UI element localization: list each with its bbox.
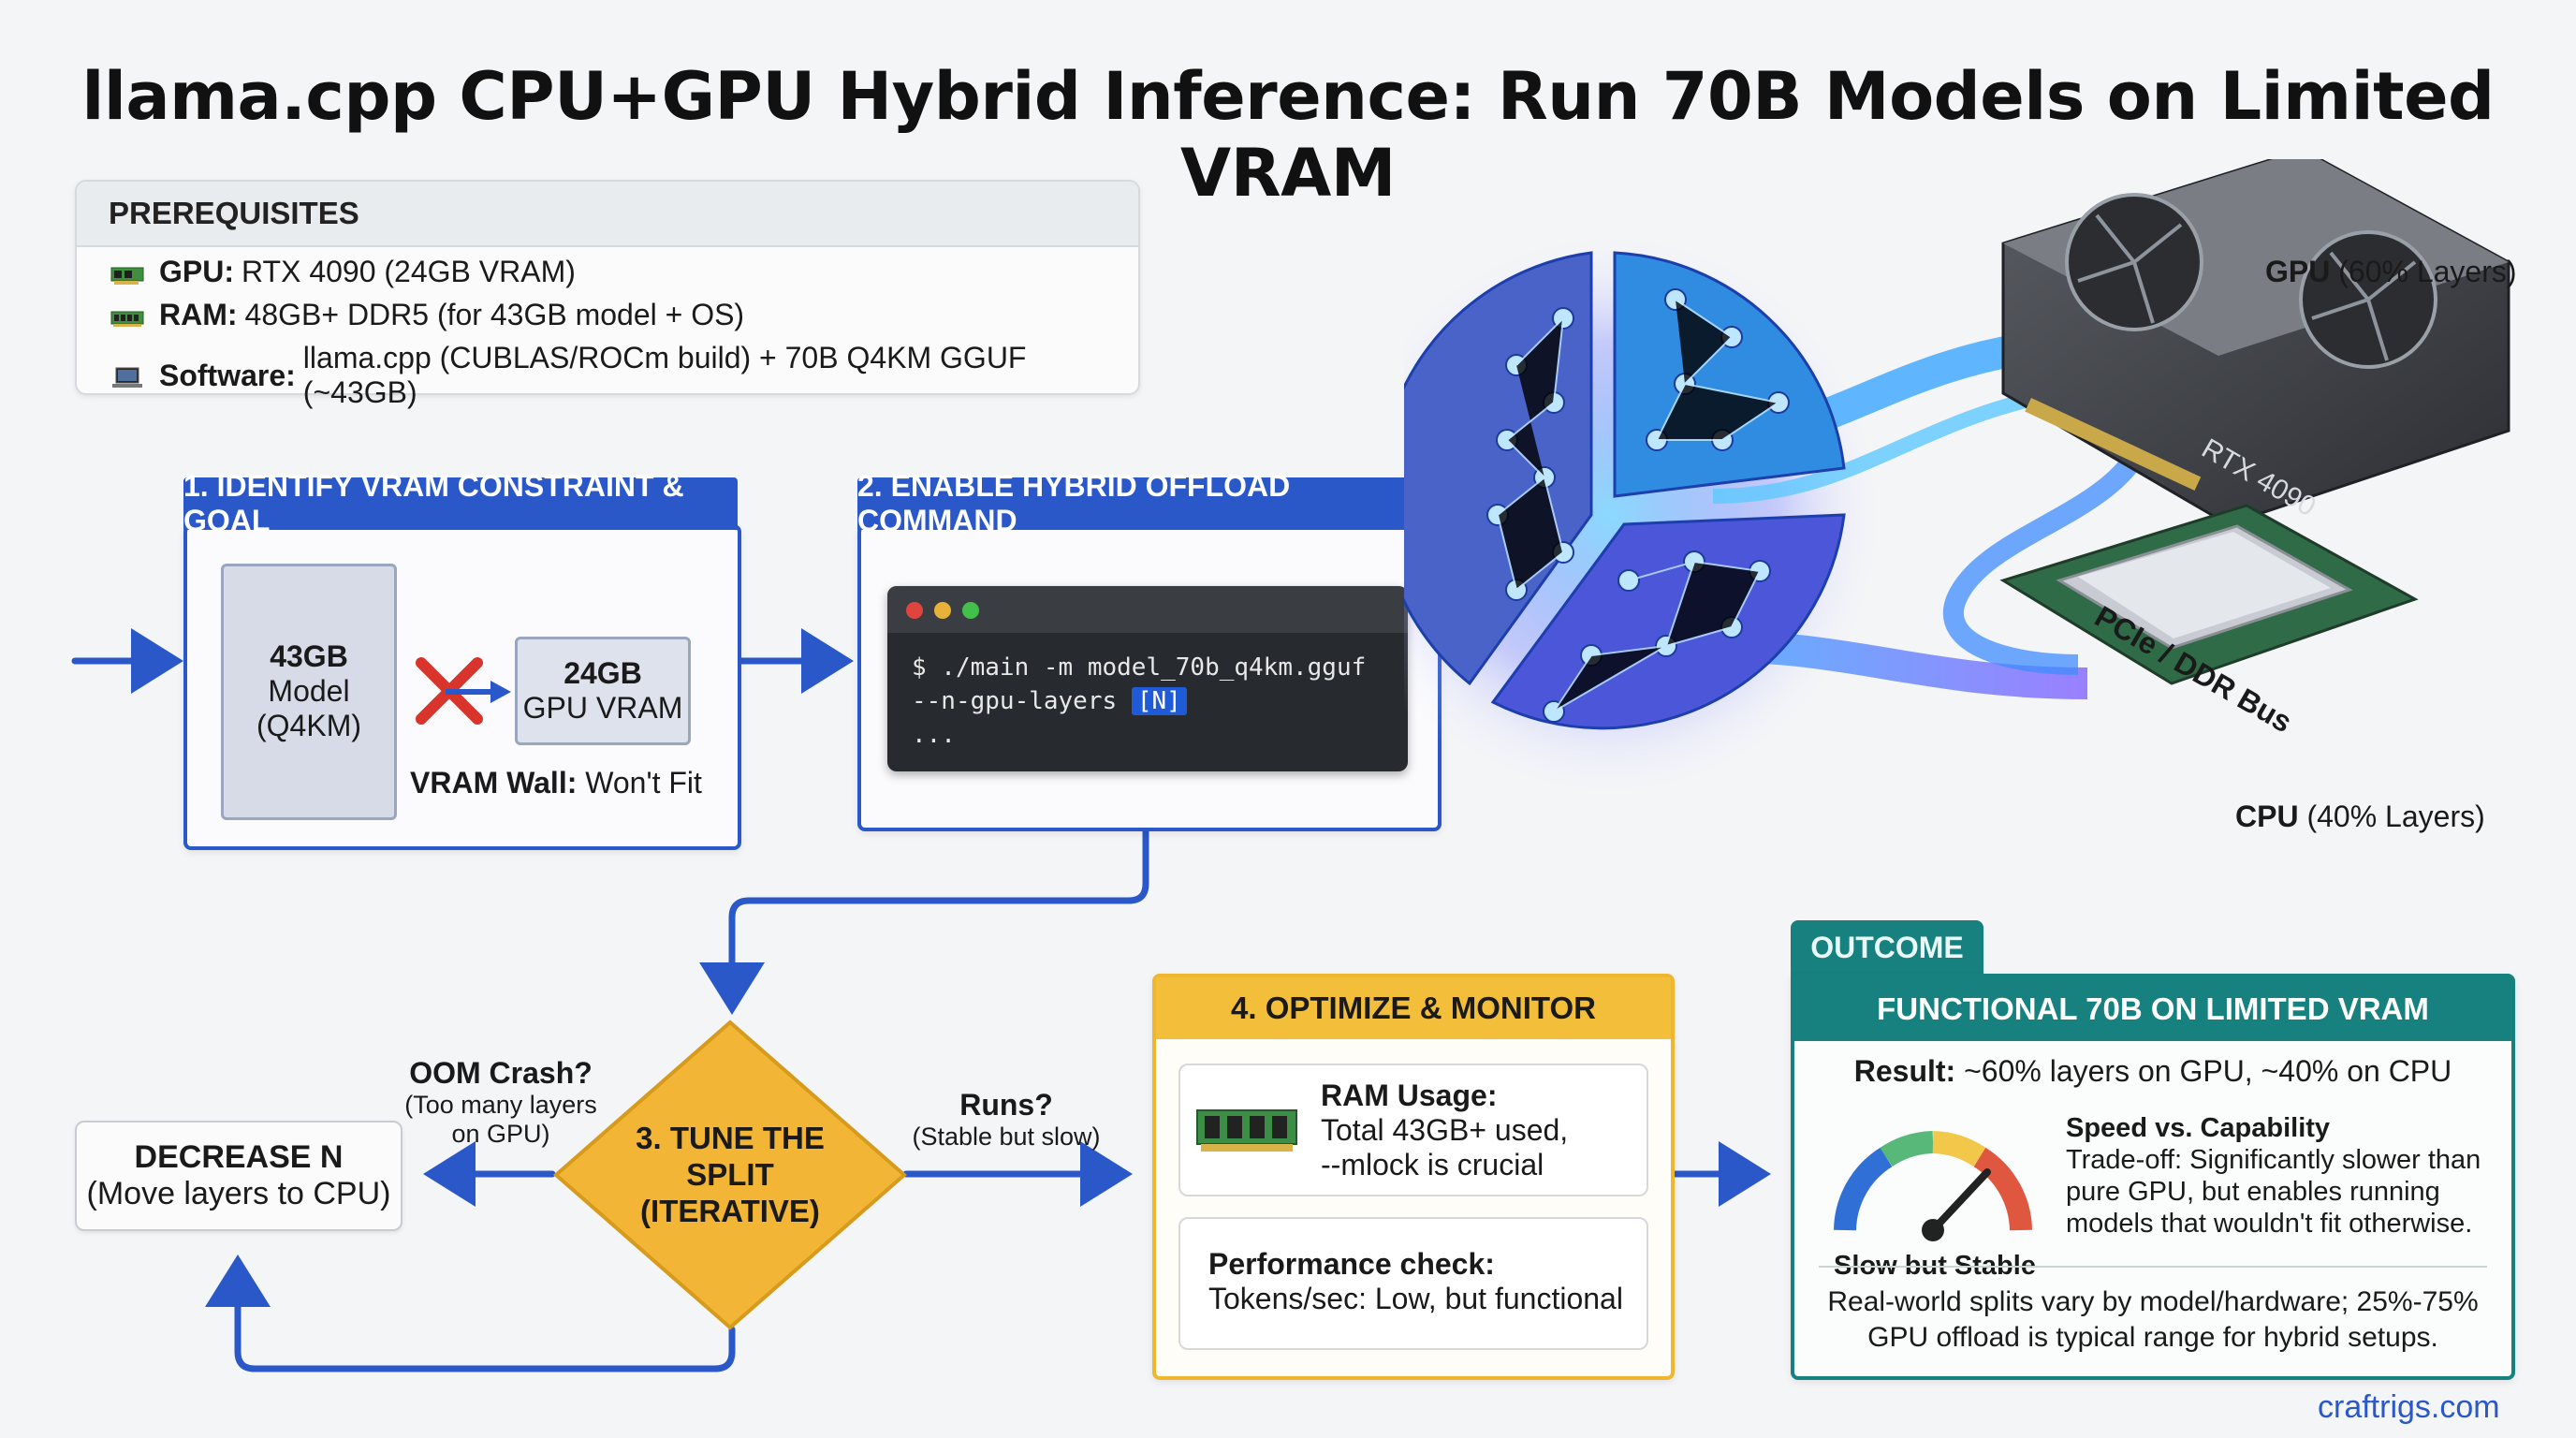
- tradeoff-line3: models that wouldn't fit otherwise.: [2066, 1209, 2473, 1239]
- oom-detail-1: (Too many layers: [404, 1091, 597, 1119]
- gpu-caption-detail: (60% Layers): [2338, 255, 2517, 288]
- model-label: Model: [268, 674, 350, 708]
- prereq-software-label: Software:: [159, 358, 296, 392]
- layers-placeholder-badge: [N]: [1131, 687, 1187, 715]
- maximize-dot-icon: [962, 602, 979, 619]
- model-size: 43GB: [270, 639, 348, 673]
- minimize-dot-icon: [934, 602, 951, 619]
- cpu-caption-detail: (40% Layers): [2306, 800, 2485, 833]
- network-edges: [1496, 299, 1781, 712]
- prerequisites-heading: PREREQUISITES: [77, 182, 1138, 247]
- vram-size-box: 24GB GPU VRAM: [515, 637, 691, 745]
- step3-line3: (ITERATIVE): [640, 1194, 820, 1228]
- ram-usage-line2: --mlock is crucial: [1321, 1148, 1544, 1181]
- performance-detail: Tokens/sec: Low, but functional: [1208, 1282, 1623, 1315]
- tradeoff-line1: Trade-off: Significantly slower than: [2066, 1145, 2481, 1175]
- oom-branch-label: OOM Crash? (Too many layers on GPU): [393, 1056, 608, 1149]
- gpu-caption: GPU (60% Layers): [2265, 255, 2517, 289]
- decrease-n-box: DECREASE N (Move layers to CPU): [75, 1121, 402, 1231]
- model-quant: (Q4KM): [256, 709, 361, 742]
- terminal-titlebar: [887, 586, 1408, 633]
- step4-heading: 4. OPTIMIZE & MONITOR: [1156, 977, 1671, 1039]
- oom-detail-2: on GPU): [451, 1120, 550, 1148]
- ram-usage-title: RAM Usage:: [1321, 1078, 1498, 1112]
- gpu-caption-label: GPU: [2265, 255, 2331, 288]
- outcome-tab: OUTCOME: [1791, 920, 1983, 975]
- prereq-ram-value: 48GB+ DDR5 (for 43GB model + OS): [244, 298, 745, 331]
- prereq-ram-label: RAM:: [159, 298, 238, 331]
- note-line1: Real-world splits vary by model/hardware…: [1827, 1286, 2479, 1317]
- performance-text: Performance check: Tokens/sec: Low, but …: [1208, 1247, 1623, 1316]
- command-flag: --n-gpu-layers: [912, 687, 1132, 715]
- decrease-detail: (Move layers to CPU): [86, 1176, 391, 1211]
- runs-branch-label: Runs? (Stable but slow): [899, 1088, 1114, 1152]
- speed-gauge-icon: [1834, 1131, 2032, 1241]
- runs-detail: (Stable but slow): [912, 1123, 1101, 1151]
- gpu-card-illustration: RTX 4090: [2001, 159, 2510, 526]
- outcome-divider: [1819, 1266, 2487, 1268]
- outcome-heading: FUNCTIONAL 70B ON LIMITED VRAM: [1794, 977, 2511, 1041]
- arrow-loop-back: [205, 1255, 736, 1372]
- vram-label: GPU VRAM: [522, 691, 683, 725]
- prerequisites-panel: PREREQUISITES GPU: RTX 4090 (24GB VRAM) …: [75, 180, 1140, 409]
- laptop-icon: [110, 363, 144, 388]
- command-line-3: ...: [912, 721, 956, 749]
- ram-module-icon: [1196, 1109, 1297, 1152]
- cpu-caption: CPU (40% Layers): [2235, 800, 2485, 834]
- outcome-result: Result: ~60% layers on GPU, ~40% on CPU: [1794, 1054, 2511, 1089]
- step3-line1: 3. TUNE THE: [636, 1121, 825, 1155]
- performance-card: Performance check: Tokens/sec: Low, but …: [1178, 1217, 1648, 1350]
- prereq-ram-row: RAM: 48GB+ DDR5 (for 43GB model + OS): [110, 298, 744, 332]
- hybrid-hardware-illustration: RTX 4090: [1404, 159, 2510, 805]
- performance-title: Performance check:: [1208, 1247, 1495, 1281]
- result-text: ~60% layers on GPU, ~40% on CPU: [1964, 1054, 2452, 1088]
- brand-link[interactable]: craftrigs.com: [2318, 1389, 2500, 1425]
- page-title: llama.cpp CPU+GPU Hybrid Inference: Run …: [81, 58, 2495, 212]
- gpu-data-pipe-2: [1712, 386, 2061, 504]
- ram-stick-icon: [110, 303, 144, 328]
- cpu-caption-label: CPU: [2235, 800, 2299, 833]
- command-line-1: $ ./main -m model_70b_q4km.gguf: [912, 653, 1367, 682]
- step3-line2: SPLIT: [686, 1157, 774, 1192]
- prereq-gpu-row: GPU: RTX 4090 (24GB VRAM): [110, 255, 576, 289]
- note-line2: GPU offload is typical range for hybrid …: [1867, 1322, 2438, 1353]
- sphere-top-segment: [1613, 251, 1846, 498]
- step2-heading: 2. ENABLE HYBRID OFFLOAD COMMAND: [857, 469, 1438, 537]
- gpu-card-icon: [110, 260, 144, 285]
- tradeoff-text: Speed vs. Capability Trade-off: Signific…: [2066, 1112, 2481, 1240]
- arrow-step2-to-step3: [699, 825, 1149, 1015]
- vram-wall-label: VRAM Wall:: [410, 766, 578, 800]
- step1-heading: 1. IDENTIFY VRAM CONSTRAINT & GOAL: [183, 469, 738, 537]
- prereq-software-row: Software: llama.cpp (CUBLAS/ROCm build) …: [110, 341, 1138, 410]
- bus-pipe: [1943, 435, 2154, 675]
- outcome-panel: FUNCTIONAL 70B ON LIMITED VRAM Result: ~…: [1791, 974, 2515, 1380]
- prereq-gpu-label: GPU:: [159, 255, 234, 288]
- vram-wall-caption: VRAM Wall: Won't Fit: [410, 766, 702, 800]
- step4-panel: 4. OPTIMIZE & MONITOR RAM Usage: Total 4…: [1152, 974, 1675, 1380]
- vram-wall-text: Won't Fit: [585, 766, 702, 800]
- result-label: Result:: [1853, 1054, 1956, 1088]
- tradeoff-title: Speed vs. Capability: [2066, 1113, 2331, 1143]
- oom-label: OOM Crash?: [409, 1056, 593, 1090]
- close-dot-icon: [906, 602, 923, 619]
- vram-size: 24GB: [564, 656, 642, 690]
- terminal-window: $ ./main -m model_70b_q4km.gguf --n-gpu-…: [887, 586, 1408, 771]
- arrow-model-to-vram: [446, 681, 511, 703]
- runs-label: Runs?: [959, 1088, 1053, 1122]
- outcome-note: Real-world splits vary by model/hardware…: [1794, 1284, 2511, 1356]
- ram-usage-text: RAM Usage: Total 43GB+ used, --mlock is …: [1321, 1078, 1568, 1182]
- decrease-title: DECREASE N: [134, 1139, 344, 1175]
- tradeoff-line2: pure GPU, but enables running: [2066, 1177, 2440, 1207]
- prereq-software-value: llama.cpp (CUBLAS/ROCm build) + 70B Q4KM…: [302, 341, 1027, 409]
- step3-decision-diamond: [552, 1020, 908, 1330]
- command-line-2: --n-gpu-layers [N]: [912, 687, 1187, 715]
- prereq-gpu-value: RTX 4090 (24GB VRAM): [242, 255, 576, 288]
- model-size-box: 43GB Model (Q4KM): [221, 564, 397, 820]
- ram-usage-line1: Total 43GB+ used,: [1321, 1113, 1569, 1147]
- step3-heading: 3. TUNE THE SPLIT (ITERATIVE): [599, 1120, 861, 1229]
- cpu-chip-illustration: [1999, 504, 2419, 685]
- ram-usage-card: RAM Usage: Total 43GB+ used, --mlock is …: [1178, 1064, 1648, 1196]
